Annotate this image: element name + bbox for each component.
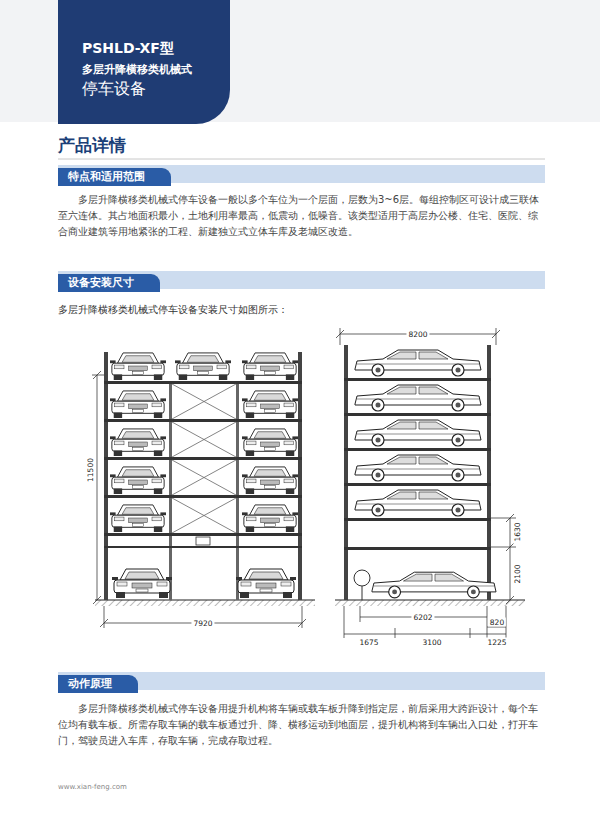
body-text: 多层升降横移类机械式停车设备用提升机构将车辆或载车板升降到指定层，前后采用大跨距…: [58, 701, 545, 749]
intro-text: 多层升降横移类机械式停车设备安装尺寸如图所示：: [58, 304, 288, 317]
section-title: 动作原理: [58, 675, 138, 693]
model-name: PSHLD-XF型: [82, 39, 174, 58]
product-name: 停车设备: [82, 78, 146, 100]
product-name: 多层升降横移类机械式: [82, 62, 192, 78]
website-url: www.xian-feng.com: [58, 783, 127, 791]
section-title: 特点和适用范围: [58, 168, 171, 186]
section-title: 设备安装尺寸: [58, 274, 160, 292]
section-bar: 设备安装尺寸: [58, 271, 545, 289]
dimension-value: 6202: [411, 613, 434, 622]
dimension-value: 1675: [357, 638, 380, 647]
dimension-value: 11500: [86, 456, 95, 484]
section-bar: 特点和适用范围: [58, 165, 545, 183]
dimension-value: 7920: [191, 619, 214, 628]
section-bar: 动作原理: [58, 672, 545, 690]
dimension-value: 1225: [485, 638, 508, 647]
body-text: 多层升降横移类机械式停车设备一般以多个车位为一个层面，层数为3~6层。每组控制区…: [58, 192, 545, 240]
page-heading: 产品详情: [58, 134, 126, 156]
dimension-value: 820: [488, 618, 506, 627]
header-block: PSHLD-XF型多层升降横移类机械式停车设备: [58, 0, 230, 124]
dimension-value: 1630: [513, 520, 522, 543]
dimension-value: 2100: [513, 562, 522, 585]
dimension-value: 3100: [420, 638, 443, 647]
dimension-value: 8200: [406, 330, 429, 339]
